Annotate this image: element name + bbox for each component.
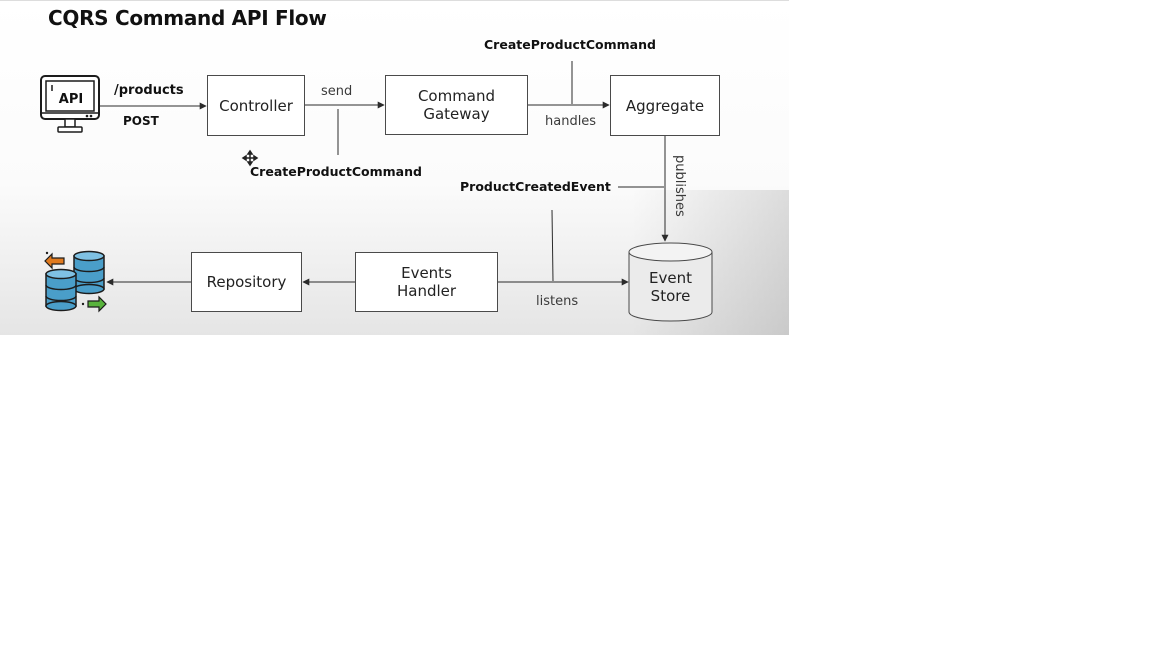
move-cursor-icon [241,149,259,167]
api-monitor-icon: API [40,75,100,133]
create-product-command-bottom-label: CreateProductCommand [250,164,422,179]
diagram-title: CQRS Command API Flow [48,6,327,30]
events-handler-label: Events Handler [396,264,457,300]
listens-label: listens [536,294,579,309]
controller-node [207,75,305,136]
handles-label: handles [545,114,597,129]
repository-label: Repository [206,273,287,291]
send-label: send [321,84,353,99]
product-created-event-label: ProductCreatedEvent [460,179,611,194]
events-handler-node [355,252,498,312]
create-product-command-top-label: CreateProductCommand [484,37,656,52]
publishes-label: publishes [672,155,687,217]
command-gateway-node [385,75,528,135]
api-icon-text: API [59,92,83,107]
aggregate-node [610,75,720,136]
controller-label: Controller [219,96,293,115]
listens-annotation-stem [551,209,554,282]
endpoint-method-label: POST [123,114,159,128]
event-store-node [628,242,713,322]
repository-node [191,252,302,312]
aggregate-label: Aggregate [625,96,705,115]
endpoint-path-label: /products [114,83,184,98]
event-store-label: Event Store [649,269,692,305]
database-sync-icon [44,250,107,313]
slide: API [0,0,789,335]
flow-diagram: API [40,61,720,322]
command-gateway-label: Command Gateway [417,87,496,123]
